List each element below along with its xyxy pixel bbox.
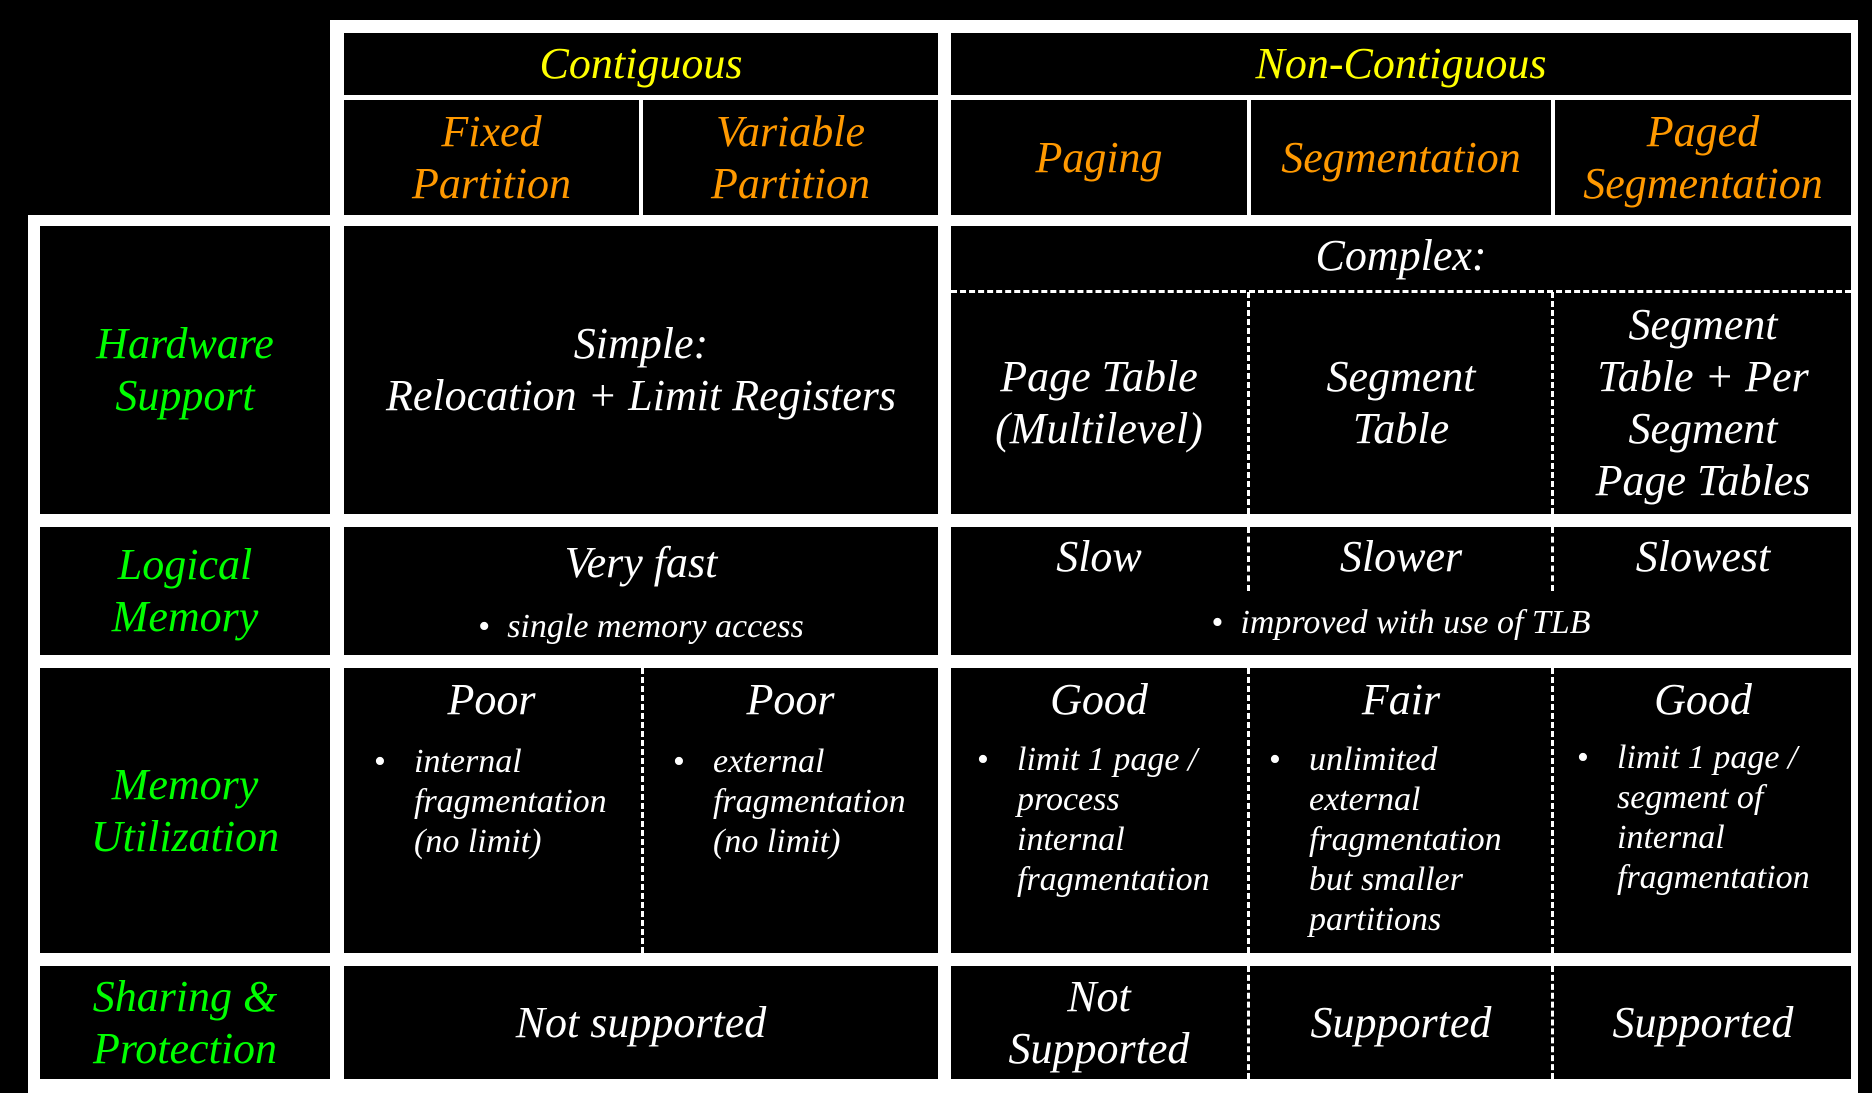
bullet-icon: • (374, 743, 386, 780)
header-contiguous: Contiguous (344, 33, 938, 95)
row-label-memory-utilization: Memory Utilization (40, 668, 330, 953)
hardware-contiguous-cell: Simple: Relocation + Limit Registers (344, 226, 938, 514)
logical-paged-seg-value: Slowest (1635, 532, 1771, 581)
utilization-paging-note: • limit 1 page / process internal fragme… (977, 741, 1210, 898)
bullet-icon: • (478, 608, 491, 645)
hardware-paged-seg-text: Segment Table + Per Segment Page Tables (1595, 300, 1811, 505)
utilization-fixed-value: Poor (447, 675, 536, 724)
sharing-noncontiguous-cell: Not Supported Supported Supported (951, 966, 1851, 1079)
header-paged-segmentation: Paged Segmentation (1555, 100, 1851, 215)
bullet-icon: • (1269, 741, 1281, 778)
row-label-sharing-protection: Sharing & Protection (40, 966, 330, 1079)
utilization-fixed-note: • internal fragmentation (no limit) (374, 743, 607, 860)
sharing-paging-value: Not Supported (1008, 971, 1190, 1073)
bullet-icon: • (673, 743, 685, 780)
utilization-paged-seg-value: Good (1654, 675, 1752, 724)
bullet-icon: • (1211, 604, 1224, 641)
utilization-segmentation-note: • unlimited external fragmentation but s… (1269, 741, 1502, 938)
logical-dashed-separator-1 (1247, 527, 1250, 591)
header-segmentation: Segmentation (1251, 100, 1551, 215)
utilization-variable-note: • external fragmentation (no limit) (673, 743, 906, 860)
sharing-dashed-separator-2 (1551, 966, 1554, 1079)
logical-noncontig-note: • improved with use of TLB (1211, 604, 1591, 641)
bullet-icon: • (1577, 739, 1589, 776)
sharing-segmentation-value: Supported (1310, 997, 1492, 1047)
bullet-icon: • (977, 741, 989, 778)
logical-noncontiguous-cell: Slow Slower Slowest • improved with use … (951, 527, 1851, 655)
header-non-contiguous: Non-Contiguous (951, 33, 1851, 95)
utilization-dashed-separator-2 (1551, 668, 1554, 953)
sharing-paged-seg-value: Supported (1612, 997, 1794, 1047)
logical-paging-value: Slow (1056, 532, 1142, 581)
sharing-dashed-separator-1 (1247, 966, 1250, 1079)
hardware-noncontiguous-cell: Complex: Page Table (Multilevel) Segment… (951, 226, 1851, 514)
utilization-contiguous-cell: Poor • internal fragmentation (no limit)… (344, 668, 938, 953)
utilization-segmentation-value: Fair (1361, 675, 1441, 724)
sharing-contiguous-cell: Not supported (344, 966, 938, 1079)
hardware-segmentation-text: Segment Table (1326, 352, 1476, 453)
hardware-paging-text: Page Table (Multilevel) (995, 352, 1203, 453)
utilization-variable-value: Poor (746, 675, 835, 724)
row-label-logical-memory: Logical Memory (40, 527, 330, 655)
utilization-paged-seg-note: • limit 1 page / segment of internal fra… (1577, 739, 1810, 896)
complex-dashed-separator-1 (1247, 292, 1250, 514)
logical-contiguous-cell: Very fast • single memory access (344, 527, 938, 655)
logical-contig-value: Very fast (564, 538, 718, 587)
row-label-hardware-support: Hardware Support (40, 226, 330, 514)
utilization-noncontiguous-cell: Good • limit 1 page / process internal f… (951, 668, 1851, 953)
complex-dashed-divider (951, 290, 1851, 293)
logical-segmentation-value: Slower (1339, 532, 1463, 581)
header-fixed-partition: Fixed Partition (344, 100, 639, 215)
logical-dashed-separator-2 (1551, 527, 1554, 591)
hardware-complex-label: Complex: (1315, 231, 1487, 280)
header-paging: Paging (951, 100, 1247, 215)
header-variable-partition: Variable Partition (643, 100, 938, 215)
logical-contig-note: • single memory access (478, 608, 804, 645)
utilization-paging-value: Good (1050, 675, 1148, 724)
utilization-contig-dashed-separator (641, 668, 644, 953)
complex-dashed-separator-2 (1551, 292, 1554, 514)
utilization-dashed-separator-1 (1247, 668, 1250, 953)
